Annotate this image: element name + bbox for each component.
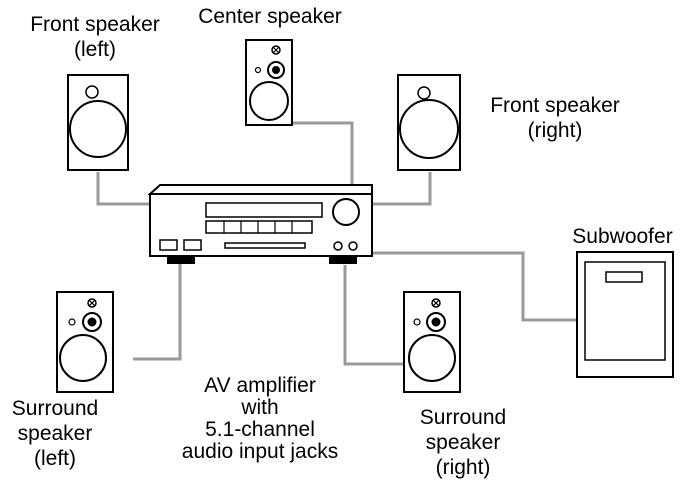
label-surround-speaker-right: Surround speaker (right) <box>419 406 507 479</box>
center-speaker <box>245 39 293 126</box>
av-amplifier <box>147 184 373 264</box>
label-subwoofer: Subwoofer <box>572 225 673 248</box>
subwoofer <box>576 251 674 378</box>
label-front-speaker-left: Front speaker (left) <box>30 13 160 61</box>
label-center-speaker: Center speaker <box>198 5 342 28</box>
wire-front-left <box>96 172 150 206</box>
wire-subwoofer <box>372 251 577 322</box>
wire-surround-left <box>133 263 182 361</box>
wire-front-right <box>372 172 432 206</box>
label-front-speaker-right: Front speaker (right) <box>490 94 620 142</box>
front-speaker-left <box>67 74 129 171</box>
surround-speaker-right <box>403 291 461 393</box>
label-surround-speaker-left: Surround speaker (left) <box>11 397 99 470</box>
speaker-wires <box>96 121 577 366</box>
surround-speaker-left <box>56 291 114 393</box>
wire-center <box>293 121 354 196</box>
wire-surround-right <box>343 265 405 366</box>
label-av-amplifier: AV amplifier with 5.1-channel audio inpu… <box>181 374 339 463</box>
front-speaker-right <box>397 74 461 171</box>
